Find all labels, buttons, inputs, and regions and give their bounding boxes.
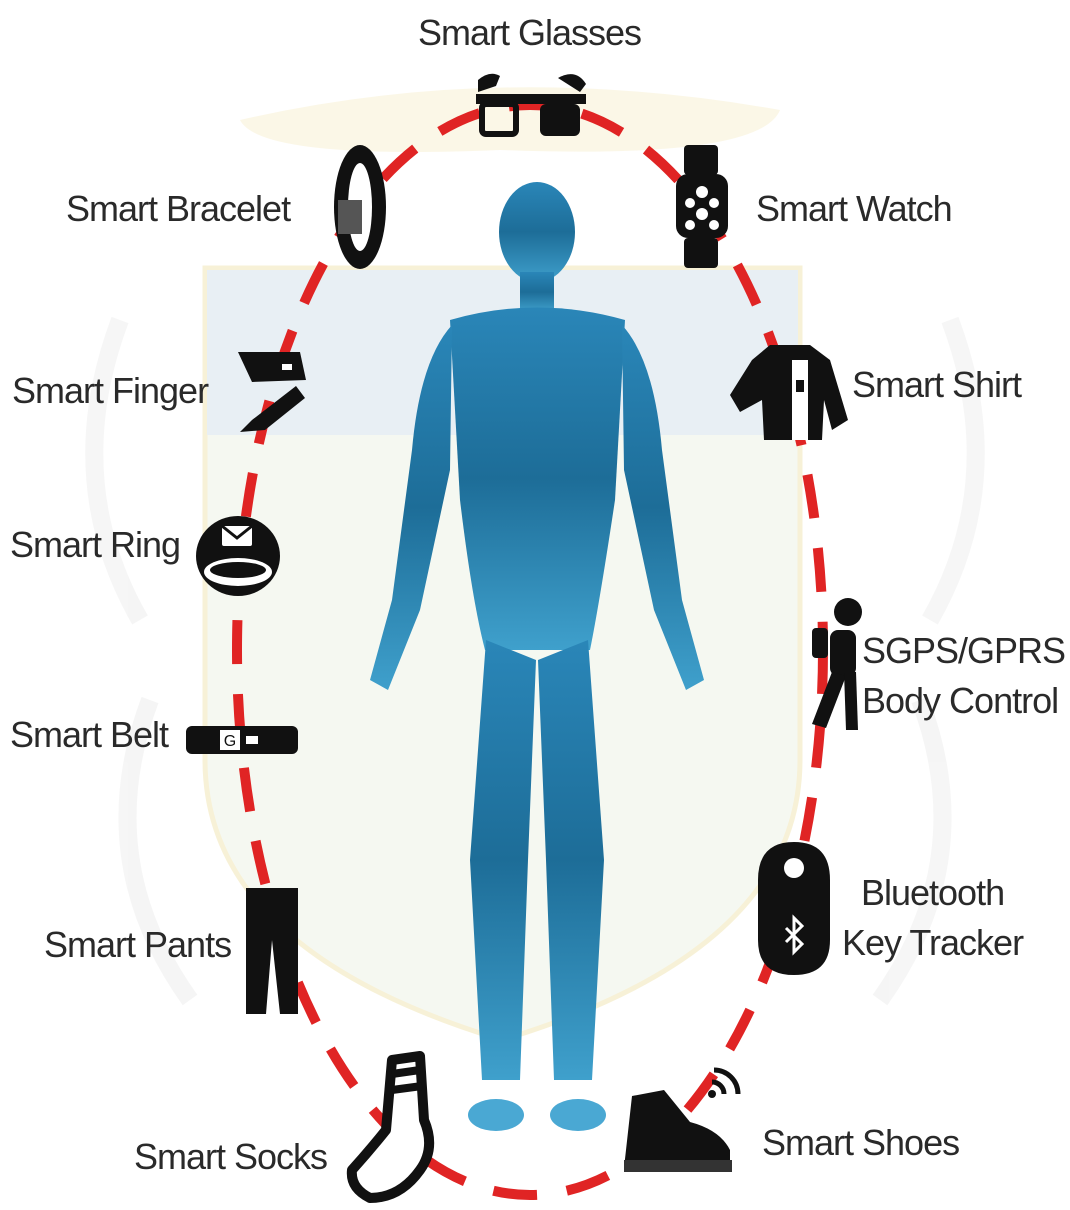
label-smart-finger: Smart Finger [12, 366, 208, 416]
bluetooth-tag-icon [758, 842, 830, 975]
svg-text:G: G [224, 733, 236, 750]
smart-sock-icon [352, 1056, 429, 1198]
smart-bracelet-icon [334, 145, 386, 269]
label-bluetooth-key-tracker: Bluetooth Key Tracker [842, 868, 1023, 968]
smart-belt-icon: G [186, 726, 298, 754]
label-smart-glasses: Smart Glasses [418, 8, 641, 58]
label-smart-ring: Smart Ring [10, 520, 180, 570]
smart-pants-icon [246, 888, 298, 1014]
label-smart-watch: Smart Watch [756, 184, 952, 234]
label-smart-shoes: Smart Shoes [762, 1118, 959, 1168]
smart-ring-icon [196, 516, 280, 596]
smart-watch-icon [676, 145, 728, 268]
label-smart-belt: Smart Belt [10, 710, 168, 760]
label-smart-shirt: Smart Shirt [852, 360, 1021, 410]
label-sgps-gprs-body-control: SGPS/GPRS Body Control [862, 626, 1065, 726]
label-smart-pants: Smart Pants [44, 920, 231, 970]
label-smart-bracelet: Smart Bracelet [66, 184, 290, 234]
label-smart-socks: Smart Socks [134, 1132, 327, 1182]
smart-shoe-icon [624, 1070, 738, 1172]
